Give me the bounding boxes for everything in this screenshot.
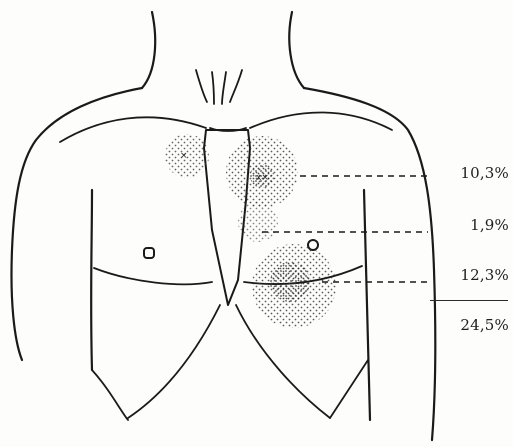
stipple-right-middle (238, 202, 278, 242)
sum-divider-line (430, 300, 508, 301)
marker-x-left: × (180, 151, 188, 161)
right-torso-side (330, 360, 368, 418)
left-nipple (144, 248, 154, 258)
left-abdomen-line (128, 305, 220, 418)
left-shoulder-outline (11, 88, 142, 360)
throat-line-1 (196, 70, 207, 102)
marker-x-upper: x× (256, 173, 269, 183)
left-arm-inner (91, 190, 92, 370)
left-pectoral-line (94, 268, 212, 284)
throat-line-2 (212, 72, 214, 104)
left-torso-side (92, 370, 128, 420)
label-lower-percent: 12,3% (460, 266, 509, 284)
label-middle-percent: 1,9% (470, 216, 509, 234)
throat-line-3 (222, 72, 226, 104)
neck-left-outline (142, 12, 155, 88)
label-upper-percent: 10,3% (460, 164, 509, 182)
label-total-percent: 24,5% (460, 316, 509, 334)
neck-right-outline (289, 12, 304, 88)
right-clavicle (250, 112, 392, 130)
throat-line-4 (230, 70, 242, 102)
right-arm-inner (364, 190, 370, 420)
stipple-right-lower-core (270, 262, 310, 302)
